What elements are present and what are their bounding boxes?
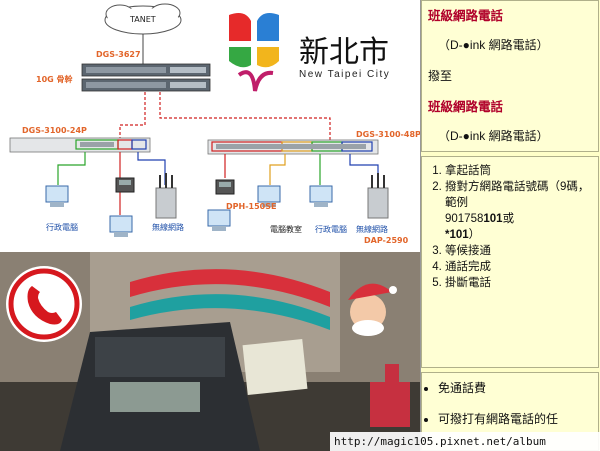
computer-icon bbox=[45, 185, 69, 207]
right-switch-label: DGS-3100-48P bbox=[356, 130, 421, 139]
step-item: 等候接通 bbox=[445, 243, 594, 259]
logo-title-cn: 新北市 bbox=[299, 35, 389, 70]
step-example: 901758 bbox=[445, 213, 484, 225]
step-example-alt: *101 bbox=[445, 229, 469, 241]
ip-phone-photo bbox=[0, 252, 420, 451]
dial-to-label: 撥至 bbox=[428, 69, 453, 83]
computer-icon bbox=[207, 209, 231, 231]
tanet-label: TANET bbox=[130, 15, 156, 24]
notes-list: 免通話費 可撥打有網路電話的任 bbox=[424, 379, 594, 427]
steps-box: 拿起話筒 撥對方網路電話號碼（9碼，範例 901758101或 *101） 等候… bbox=[421, 156, 599, 368]
instruction-panel: 班級網路電話 （D-●ink 網路電話） 撥至 班級網路電話 （D-●ink 網… bbox=[420, 0, 600, 451]
core-switch-icon bbox=[81, 63, 211, 92]
step-item: 拿起話筒 bbox=[445, 163, 594, 179]
phone-icon-badge bbox=[6, 266, 82, 342]
device-label-admin-pc-right: 行政電腦 bbox=[315, 225, 347, 234]
network-diagram-lines bbox=[9, 3, 389, 237]
network-diagram: TANET DGS-3627 10G 骨幹 DGS-3100-24P DGS-3… bbox=[0, 0, 421, 250]
left-switch-label: DGS-3100-24P bbox=[22, 126, 87, 135]
step-or: 或 bbox=[502, 213, 515, 225]
note-item: 免通話費 bbox=[438, 379, 594, 396]
device-label-classroom-pc: 電腦教室 bbox=[270, 225, 302, 234]
device-label-wireless-right: 無線網路 bbox=[356, 225, 388, 234]
step-example-bold: 101 bbox=[483, 213, 503, 225]
call-target-box: 班級網路電話 （D-●ink 網路電話） 撥至 班級網路電話 （D-●ink 網… bbox=[421, 0, 599, 152]
ip-phone-icon bbox=[215, 179, 235, 195]
ap-model-label: DAP-2590 bbox=[364, 236, 409, 245]
tanet-cloud-icon bbox=[104, 3, 182, 35]
core-switch-label: DGS-3627 bbox=[96, 50, 141, 59]
uplink-label: 10G 骨幹 bbox=[36, 75, 73, 84]
right-access-switch-icon bbox=[207, 139, 379, 155]
device-label-wireless-left: 無線網路 bbox=[152, 223, 184, 232]
new-taipei-logo: 新北市 New Taipei City bbox=[215, 5, 420, 100]
logo-title-en: New Taipei City bbox=[299, 69, 391, 80]
steps-list: 拿起話筒 撥對方網路電話號碼（9碼，範例 901758101或 *101） 等候… bbox=[422, 163, 594, 291]
wireless-ap-icon bbox=[367, 173, 389, 219]
left-access-switch-icon bbox=[9, 137, 151, 153]
target-subtitle-2: （D-●ink 網路電話） bbox=[438, 129, 549, 143]
step-item: 撥對方網路電話號碼（9碼，範例 901758101或 *101） bbox=[445, 179, 594, 243]
new-taipei-emblem-icon bbox=[229, 13, 279, 92]
step-item: 通話完成 bbox=[445, 259, 594, 275]
computer-icon bbox=[309, 185, 333, 207]
phone-model-label: DPH-150SE bbox=[226, 202, 277, 211]
step-close: ） bbox=[468, 229, 481, 241]
santa-decoration-icon bbox=[348, 283, 397, 336]
target-title-2: 班級網路電話 bbox=[428, 100, 504, 114]
target-title-1: 班級網路電話 bbox=[428, 9, 504, 23]
phone-handset-icon bbox=[8, 268, 80, 340]
computer-icon bbox=[257, 185, 281, 207]
wireless-ap-icon bbox=[155, 173, 177, 219]
device-label-admin-pc-left: 行政電腦 bbox=[46, 223, 78, 232]
target-subtitle-1: （D-●ink 網路電話） bbox=[438, 38, 549, 52]
note-item: 可撥打有網路電話的任 bbox=[438, 410, 594, 427]
step-text: 撥對方網路電話號碼（9碼，範例 bbox=[445, 181, 590, 209]
computer-icon bbox=[109, 215, 133, 237]
step-item: 掛斷電話 bbox=[445, 275, 594, 291]
watermark-url: http://magic105.pixnet.net/album bbox=[330, 432, 600, 451]
ip-phone-icon bbox=[115, 177, 135, 193]
